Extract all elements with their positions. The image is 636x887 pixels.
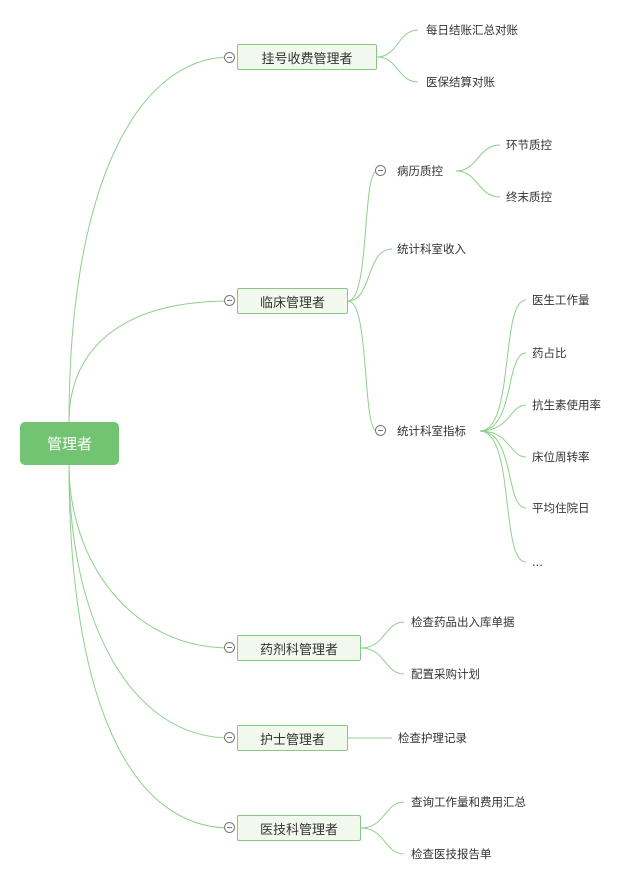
root-node[interactable]: 管理者	[20, 422, 119, 465]
edge-root-pharmacy	[68, 464, 231, 649]
leaf-more[interactable]: ...	[532, 555, 543, 569]
node-registration[interactable]: 挂号收费管理者	[237, 44, 377, 70]
collapse-clinical-icon[interactable]	[224, 295, 235, 306]
node-medtech[interactable]: 医技科管理者	[237, 815, 361, 841]
edge-root-nursing	[68, 464, 231, 739]
edge-registration-insurance	[376, 56, 419, 83]
leaf-drug-inventory[interactable]: 检查药品出入库单据	[411, 615, 515, 629]
edge-ind-6	[479, 430, 527, 563]
collapse-registration-icon[interactable]	[224, 52, 235, 63]
edge-root-clinical	[68, 300, 231, 423]
node-clinical[interactable]: 临床管理者	[237, 288, 348, 314]
leaf-doctor-workload[interactable]: 医生工作量	[532, 293, 590, 307]
edge-registration-daily	[376, 29, 419, 58]
collapse-medtech-icon[interactable]	[224, 822, 235, 833]
collapse-nursing-icon[interactable]	[224, 732, 235, 743]
leaf-insurance-reconciliation[interactable]: 医保结算对账	[426, 75, 495, 89]
node-dept-indicators[interactable]: 统计科室指标	[397, 424, 466, 438]
leaf-bed-turnover[interactable]: 床位周转率	[532, 450, 590, 464]
leaf-antibiotic-rate[interactable]: 抗生素使用率	[532, 398, 601, 412]
leaf-final-qc[interactable]: 终末质控	[506, 190, 552, 204]
node-nursing[interactable]: 护士管理者	[237, 725, 348, 751]
edge-clinical-record-qc	[347, 170, 378, 302]
edge-medtech-2	[360, 827, 405, 855]
leaf-medtech-reports[interactable]: 检查医技报告单	[411, 847, 492, 861]
node-record-qc[interactable]: 病历质控	[397, 164, 443, 178]
collapse-dept-indicators-icon[interactable]	[375, 425, 386, 436]
edge-qc-link	[455, 144, 501, 172]
edge-ind-2	[479, 352, 527, 432]
edge-ind-5	[479, 430, 527, 509]
edge-clinical-income	[347, 248, 393, 302]
edge-root-medtech	[68, 464, 231, 829]
edge-pharmacy-1	[360, 621, 405, 649]
leaf-avg-stay[interactable]: 平均住院日	[532, 501, 590, 515]
edge-ind-1	[479, 299, 527, 432]
leaf-drug-ratio[interactable]: 药占比	[532, 346, 567, 360]
edge-clinical-indicators	[347, 300, 378, 432]
leaf-nursing-records[interactable]: 检查护理记录	[398, 731, 467, 745]
edge-qc-final	[455, 170, 501, 198]
edge-ind-3	[479, 404, 527, 432]
leaf-link-qc[interactable]: 环节质控	[506, 138, 552, 152]
node-dept-income[interactable]: 统计科室收入	[397, 242, 466, 256]
node-pharmacy[interactable]: 药剂科管理者	[237, 635, 361, 661]
edge-ind-4	[479, 430, 527, 458]
leaf-daily-reconciliation[interactable]: 每日结账汇总对账	[426, 23, 518, 37]
leaf-workload-fees[interactable]: 查询工作量和费用汇总	[411, 795, 526, 809]
leaf-purchase-plan[interactable]: 配置采购计划	[411, 667, 480, 681]
collapse-record-qc-icon[interactable]	[375, 165, 386, 176]
edge-medtech-1	[360, 801, 405, 829]
edge-root-registration	[68, 56, 231, 423]
collapse-pharmacy-icon[interactable]	[224, 642, 235, 653]
edge-pharmacy-2	[360, 647, 405, 675]
